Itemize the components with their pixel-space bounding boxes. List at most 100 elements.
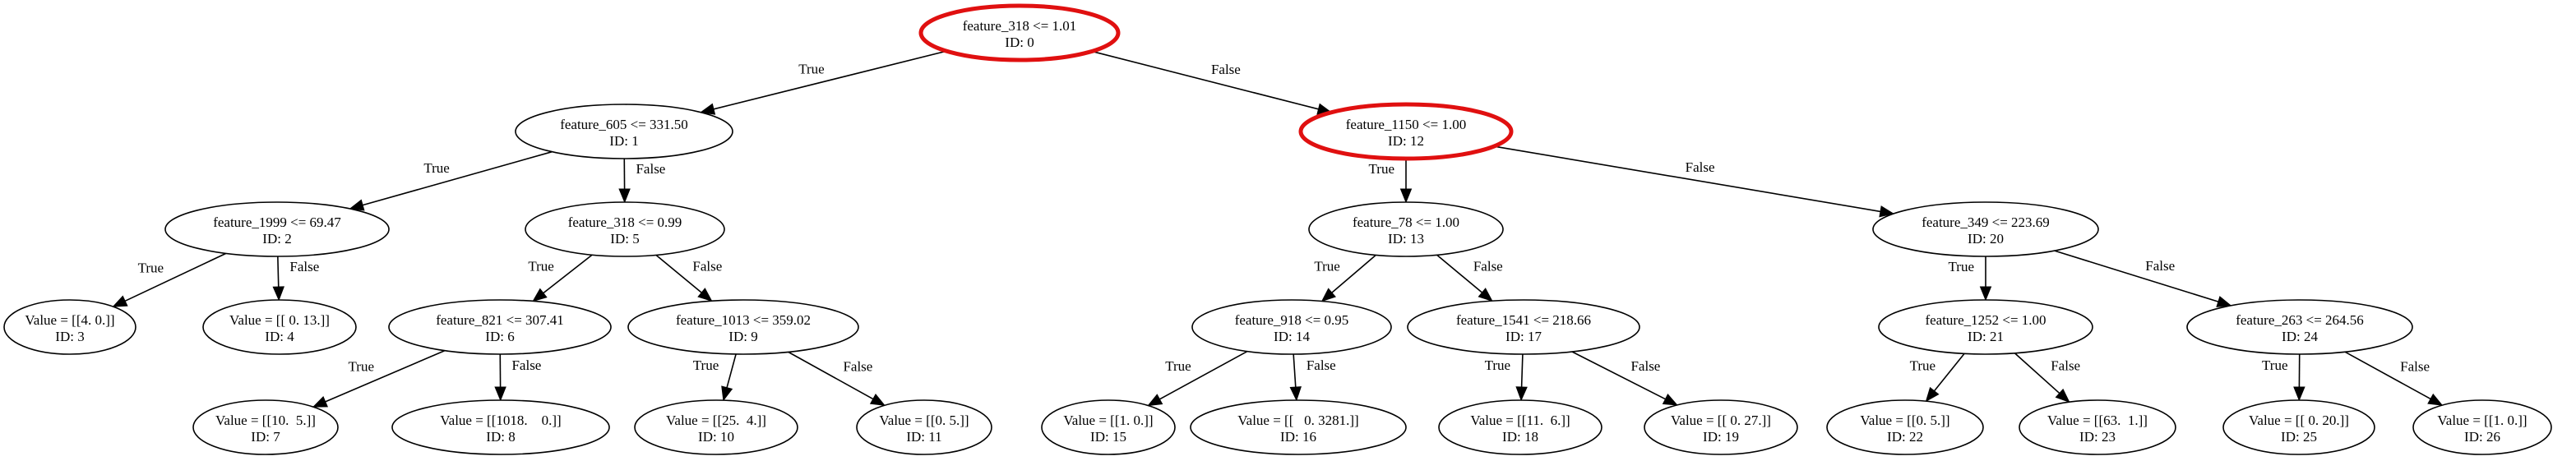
edge-label-false: False [636, 161, 665, 177]
node-id-label: ID: 13 [1388, 231, 1424, 247]
node-outline [3, 299, 136, 355]
node-id-label: ID: 5 [610, 231, 639, 247]
node-id-label: ID: 8 [486, 429, 515, 445]
edge-label-true: True [138, 260, 164, 276]
edge-label-false: False [1211, 62, 1241, 77]
arrowhead [2427, 393, 2444, 406]
arrowhead [1289, 386, 1302, 402]
node-id-label: ID: 3 [55, 329, 84, 344]
node-id-label: ID: 4 [265, 329, 294, 344]
leaf-node-26: Value = [[1. 0.]]ID: 26 [2412, 399, 2552, 455]
node-value-label: Value = [[ 0. 13.]] [229, 312, 330, 328]
node-id-label: ID: 22 [1887, 429, 1923, 445]
edge-n1-n2: True [349, 150, 553, 211]
arrowhead [1979, 286, 1992, 302]
node-outline [2186, 299, 2413, 355]
node-condition-label: feature_1013 <= 359.02 [676, 312, 811, 328]
node-id-label: ID: 24 [2282, 329, 2318, 344]
leaf-node-18: Value = [[11. 6.]]ID: 18 [1438, 399, 1602, 455]
node-value-label: Value = [[0. 5.]] [879, 413, 969, 428]
edge-line [277, 256, 280, 288]
arrowhead [2293, 386, 2305, 402]
node-outline [1872, 201, 2099, 257]
edge-label-false: False [2051, 358, 2080, 374]
edge-n13-n14: True [1314, 254, 1376, 302]
edge-label-true: True [1949, 259, 1975, 274]
node-id-label: ID: 23 [2079, 429, 2116, 445]
edge-line [124, 252, 227, 302]
node-id-label: ID: 10 [698, 429, 734, 445]
node-outline [388, 299, 612, 355]
node-outline [1644, 399, 1798, 455]
edge-label-false: False [1473, 258, 1503, 274]
arrowhead [2216, 296, 2232, 307]
node-id-label: ID: 21 [1968, 329, 2004, 344]
leaf-node-11: Value = [[0. 5.]]ID: 11 [856, 399, 992, 455]
node-outline [1407, 299, 1640, 355]
edge-label-true: True [2262, 357, 2288, 373]
node-outline [2222, 399, 2375, 455]
node-value-label: Value = [[63. 1.]] [2047, 413, 2148, 428]
edge-n0-n12: False [1091, 50, 1333, 115]
edge-line [1493, 145, 1881, 213]
leaf-node-19: Value = [[ 0. 27.]]ID: 19 [1644, 399, 1798, 455]
node-id-label: ID: 15 [1090, 429, 1126, 445]
node-outline [1190, 399, 1407, 455]
node-value-label: Value = [[4. 0.]] [25, 312, 114, 328]
edge-n24-n26: False [2344, 351, 2444, 406]
edge-line [2014, 353, 2060, 394]
edge-n2-n3: True [112, 252, 227, 307]
edge-n14-n15: True [1147, 350, 1248, 407]
edge-n5-n9: False [655, 254, 722, 302]
node-outline [2019, 399, 2176, 455]
arrowhead [1662, 394, 1678, 406]
edge-n9-n11: False [788, 351, 886, 406]
arrowhead [532, 288, 548, 302]
leaf-node-15: Value = [[1. 0.]]ID: 15 [1041, 399, 1176, 455]
edge-n12-n13: True [1369, 159, 1413, 204]
arrowhead [697, 288, 713, 302]
node-outline [1041, 399, 1176, 455]
edge-line [2054, 250, 2219, 302]
arrowhead [1879, 205, 1895, 218]
edge-line [362, 150, 553, 206]
edge-line [1571, 351, 1666, 400]
node-condition-label: feature_318 <= 1.01 [963, 18, 1077, 34]
edge-label-false: False [1306, 357, 1336, 373]
node-id-label: ID: 25 [2281, 429, 2317, 445]
arrowhead [494, 386, 506, 402]
edge-label-false: False [289, 259, 319, 274]
edge-n6-n8: False [494, 353, 541, 402]
node-outline [202, 299, 357, 355]
node-id-label: ID: 26 [2464, 429, 2500, 445]
edge-n21-n23: False [2014, 353, 2080, 403]
edge-label-false: False [511, 357, 541, 373]
node-outline [192, 399, 339, 455]
node-id-label: ID: 2 [262, 231, 291, 247]
leaf-node-23: Value = [[63. 1.]]ID: 23 [2019, 399, 2176, 455]
leaf-node-7: Value = [[10. 5.]]ID: 7 [192, 399, 339, 455]
edge-line [726, 353, 737, 388]
edge-label-true: True [349, 358, 375, 374]
edge-label-false: False [2145, 258, 2175, 274]
node-value-label: Value = [[10. 5.]] [215, 413, 316, 428]
edge-line [1293, 353, 1297, 388]
node-outline [515, 104, 733, 159]
edge-line [655, 254, 702, 293]
node-condition-label: feature_1252 <= 1.00 [1925, 312, 2046, 328]
node-outline [856, 399, 992, 455]
node-outline [1878, 299, 2093, 355]
arrowhead [2055, 388, 2070, 403]
node-condition-label: feature_78 <= 1.00 [1353, 214, 1459, 230]
node-condition-label: feature_918 <= 0.95 [1235, 312, 1349, 328]
arrowhead [1925, 386, 1940, 403]
edge-n12-n20: False [1493, 145, 1895, 218]
edge-label-true: True [1165, 358, 1191, 374]
